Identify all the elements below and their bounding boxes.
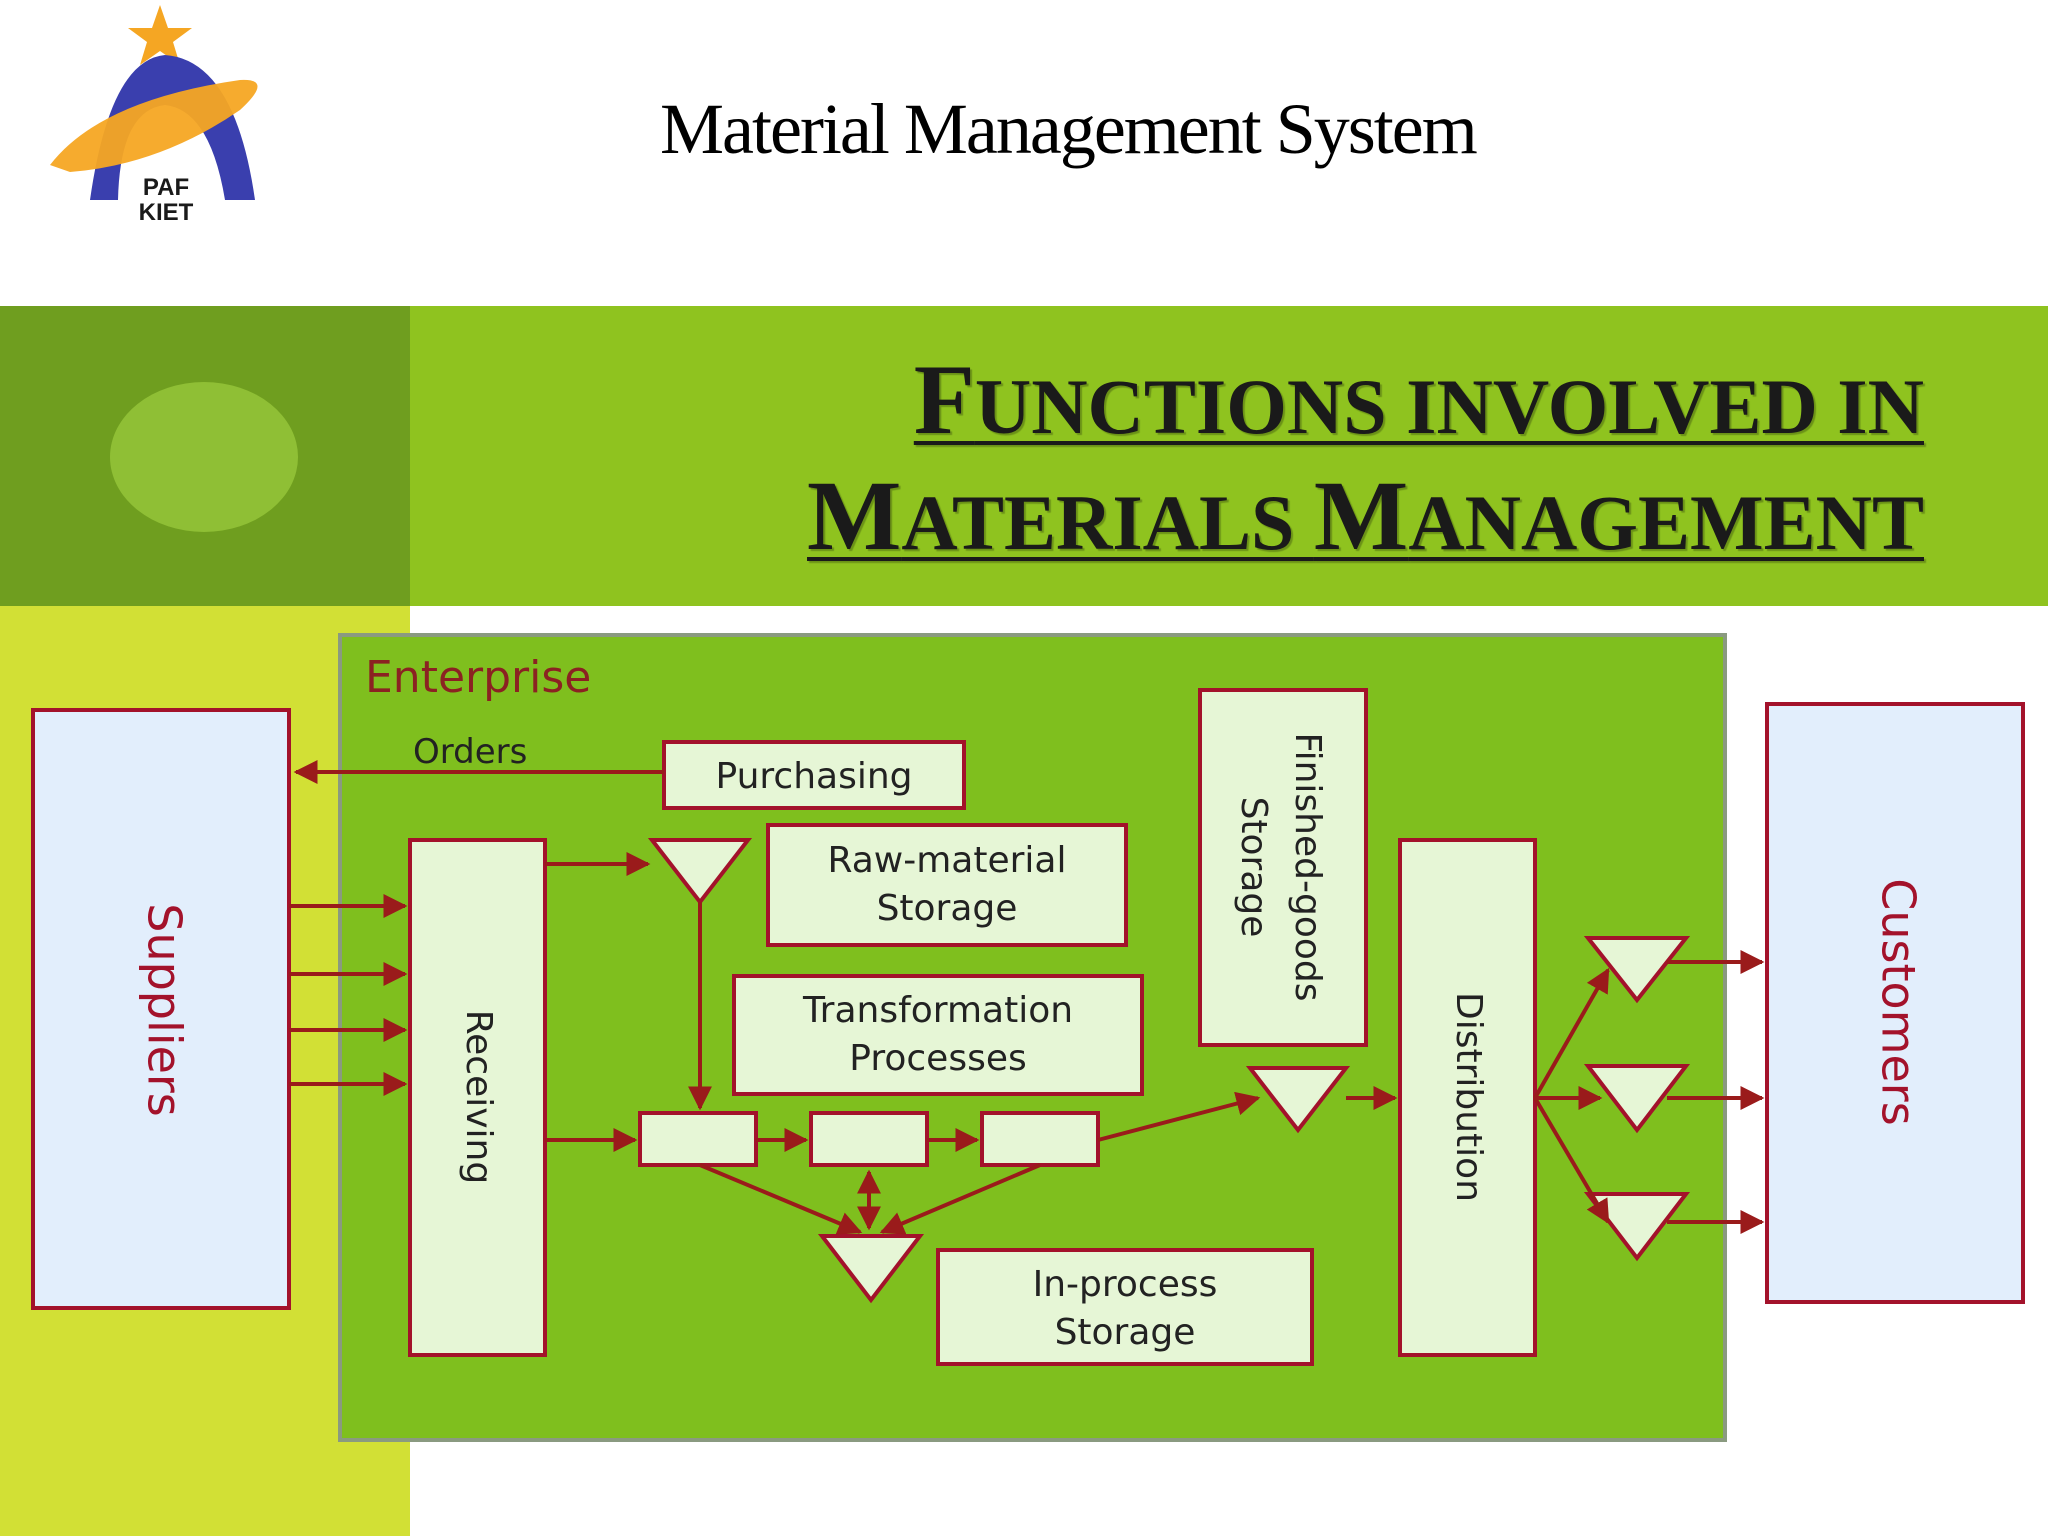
- decor-circle: [110, 382, 298, 532]
- stage1-to-inprocess-arrow: [699, 1163, 863, 1235]
- transformation-processes-label: Transformation: [802, 990, 1073, 1031]
- distribution-label: Distribution: [1448, 992, 1489, 1202]
- stage-box-2: [809, 1111, 929, 1167]
- customers-box: [1765, 702, 2025, 1304]
- heading-rest: UNCTIONS INVOLVED IN: [974, 363, 1924, 450]
- in-process-storage-box: [936, 1248, 1314, 1366]
- distribution-to-out1-arrow: [1533, 967, 1610, 1099]
- orders-label: Orders: [413, 732, 527, 772]
- in-process-storage-label: Storage: [1055, 1312, 1196, 1353]
- inventory-triangle-finished: [1245, 1066, 1351, 1134]
- slide-title: Material Management System: [660, 89, 1478, 169]
- heading-initial: F: [913, 344, 975, 455]
- functions-heading-line1: FUNCTIONS INVOLVED IN: [914, 342, 1924, 457]
- heading-rest: ANAGEMENT: [1408, 479, 1924, 566]
- inventory-triangle-raw: [647, 838, 753, 906]
- paf-kiet-logo: PAF KIET: [50, 5, 258, 226]
- decor-band-green: [410, 306, 2048, 606]
- raw-material-storage-box: [766, 823, 1128, 947]
- enterprise-label: Enterprise: [365, 652, 591, 703]
- finished-goods-storage-box: [1198, 688, 1368, 1047]
- inventory-triangle-out-2: [1583, 1064, 1691, 1134]
- heading-initial: M: [1313, 460, 1409, 571]
- inventory-triangle-out-1: [1583, 936, 1691, 1004]
- purchasing-box: [662, 740, 966, 810]
- logo-text-kiet: KIET: [139, 199, 194, 226]
- raw-material-storage-label: Storage: [877, 888, 1018, 929]
- in-process-storage-label: In-process: [1033, 1264, 1218, 1305]
- transformation-processes-label: Processes: [849, 1038, 1026, 1079]
- finished-goods-storage-label: Finished-goods: [1287, 733, 1328, 1002]
- distribution-box: [1398, 838, 1537, 1357]
- stage-box-3: [980, 1111, 1100, 1167]
- inventory-triangle-in-process: [817, 1234, 925, 1304]
- flow-arrows: [289, 760, 1765, 1235]
- raw-material-storage-label: Raw-material: [828, 840, 1067, 881]
- customers-label: Customers: [1872, 878, 1926, 1125]
- functions-heading-line2: MATERIALS MANAGEMENT: [807, 458, 1924, 573]
- stage3-to-inprocess-arrow: [879, 1163, 1041, 1235]
- receiving-box: [408, 838, 547, 1357]
- inventory-triangle-out-3: [1583, 1192, 1691, 1262]
- distribution-to-out3-arrow: [1533, 1096, 1610, 1225]
- stage-box-1: [638, 1111, 758, 1167]
- heading-initial: M: [807, 460, 902, 571]
- stage3-to-finished-arrow: [1097, 1091, 1261, 1142]
- suppliers-label: Suppliers: [138, 903, 192, 1117]
- purchasing-label: Purchasing: [716, 756, 913, 797]
- slide-header: PAF KIET Material Management System: [0, 0, 2048, 306]
- finished-goods-storage-label: Storage: [1233, 797, 1274, 938]
- receiving-label: Receiving: [458, 1010, 499, 1184]
- logo-text-paf: PAF: [143, 174, 189, 201]
- logo-swoosh: [50, 79, 258, 172]
- logo-star-icon: [128, 5, 192, 65]
- transformation-processes-box: [732, 974, 1144, 1096]
- heading-rest: ATERIALS: [901, 479, 1314, 566]
- suppliers-box: [31, 708, 291, 1310]
